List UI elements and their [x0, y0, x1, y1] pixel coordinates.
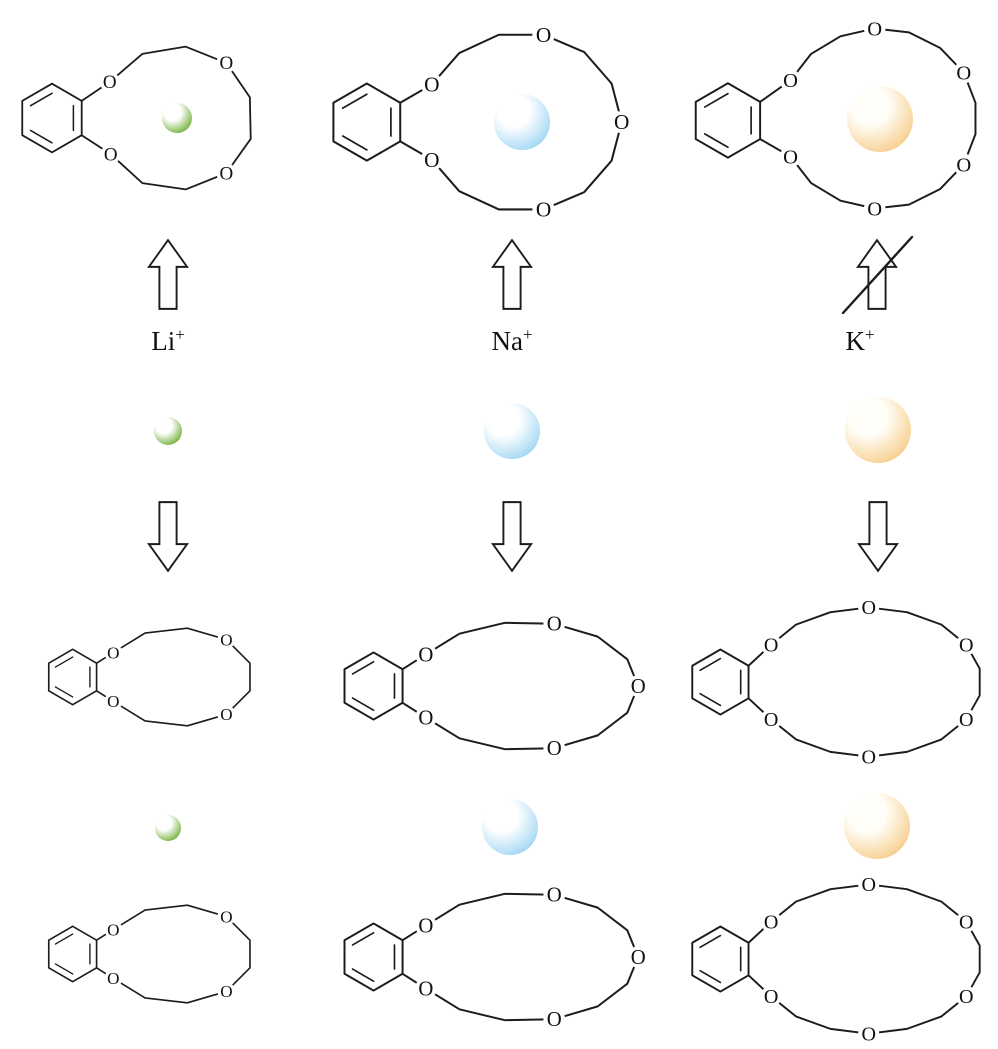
- crown-structure-graphic: [345, 884, 650, 1031]
- crown-structure-graphic: [692, 597, 979, 768]
- crown-structure-graphic: [692, 874, 979, 1045]
- cation-symbol: K: [845, 326, 865, 356]
- complex-structure-benzo-18-crown-6-k: [679, 3, 997, 233]
- potassium-cation-sphere-2: [844, 793, 910, 859]
- lithium-cation-sphere-2: [155, 815, 181, 841]
- crown-structure-graphic: [49, 905, 250, 1003]
- potassium-cation-sphere-in-complex: [847, 86, 913, 152]
- sodium-cation-sphere-2: [482, 799, 538, 855]
- free-crown-benzo-12-crown-4-second: [40, 893, 268, 1015]
- cation-label-k: K+: [820, 325, 900, 357]
- cross-out-line-k-arrow: [841, 235, 914, 315]
- sodium-cation-sphere-in-complex: [494, 94, 550, 150]
- down-arrow-k: [857, 500, 899, 573]
- crown-structure-graphic: [22, 47, 250, 190]
- cation-label-li: Li+: [128, 325, 208, 357]
- free-crown-benzo-12-crown-4-first: [40, 616, 268, 738]
- free-crown-benzo-18-crown-6-first: [682, 594, 998, 771]
- down-arrow-icon: [493, 502, 531, 571]
- crown-structure-graphic: [696, 18, 976, 221]
- down-arrow-na: [491, 500, 533, 573]
- up-arrow-icon: [493, 240, 531, 309]
- crown-structure-graphic: [345, 613, 650, 760]
- sodium-cation-sphere: [484, 403, 540, 459]
- complex-structure-benzo-15-crown-5-na: [314, 2, 639, 231]
- cation-charge: +: [175, 325, 185, 344]
- crown-structure-graphic: [49, 628, 250, 726]
- free-crown-benzo-15-crown-5-first: [332, 607, 658, 765]
- cation-charge: +: [864, 325, 875, 344]
- cation-symbol: Na: [491, 326, 523, 356]
- crown-structure-graphic: [333, 23, 633, 222]
- up-arrow-na: [491, 238, 533, 311]
- cation-label-na: Na+: [472, 325, 552, 357]
- free-crown-benzo-18-crown-6-second: [682, 871, 998, 1048]
- up-arrow-li: [147, 238, 189, 311]
- cation-charge: +: [522, 325, 533, 344]
- cross-out-line: [841, 235, 914, 315]
- complex-structure-benzo-12-crown-4-li: [5, 14, 267, 204]
- down-arrow-li: [147, 500, 189, 573]
- free-crown-benzo-15-crown-5-second: [332, 878, 658, 1036]
- potassium-cation-sphere: [845, 397, 911, 463]
- down-arrow-icon: [859, 502, 897, 571]
- down-arrow-icon: [149, 502, 187, 571]
- lithium-cation-sphere-in-complex: [162, 103, 192, 133]
- lithium-cation-sphere: [154, 417, 182, 445]
- up-arrow-icon: [149, 240, 187, 309]
- cation-symbol: Li: [151, 326, 176, 356]
